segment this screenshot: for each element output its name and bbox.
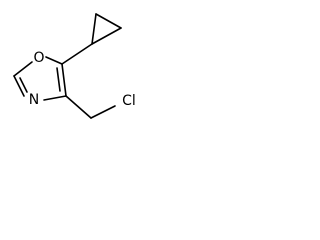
bond-cyclopropyl-b [95,13,122,29]
bond-o1-c2 [13,61,33,77]
bond-c4-c5 [61,63,67,97]
bond-c2-n3 [13,75,25,97]
bond-c4-c5-inner [56,67,61,92]
bond-ch2-cl [90,105,116,119]
bond-c2-n3-inner [19,77,28,93]
atom-label-chlorine: Cl [122,93,136,109]
atom-label-nitrogen: N [29,92,39,108]
bond-c4-ch2 [65,95,92,119]
chemical-structure: O N Cl [13,13,136,119]
bond-cyclopropyl-a [91,13,97,45]
bond-cyclopropyl-c [91,27,122,45]
bond-n3-c4 [43,95,67,101]
bond-c5-cyclopropyl [61,43,93,65]
atom-label-oxygen: O [33,50,44,66]
bond-c5-o1 [45,56,63,65]
